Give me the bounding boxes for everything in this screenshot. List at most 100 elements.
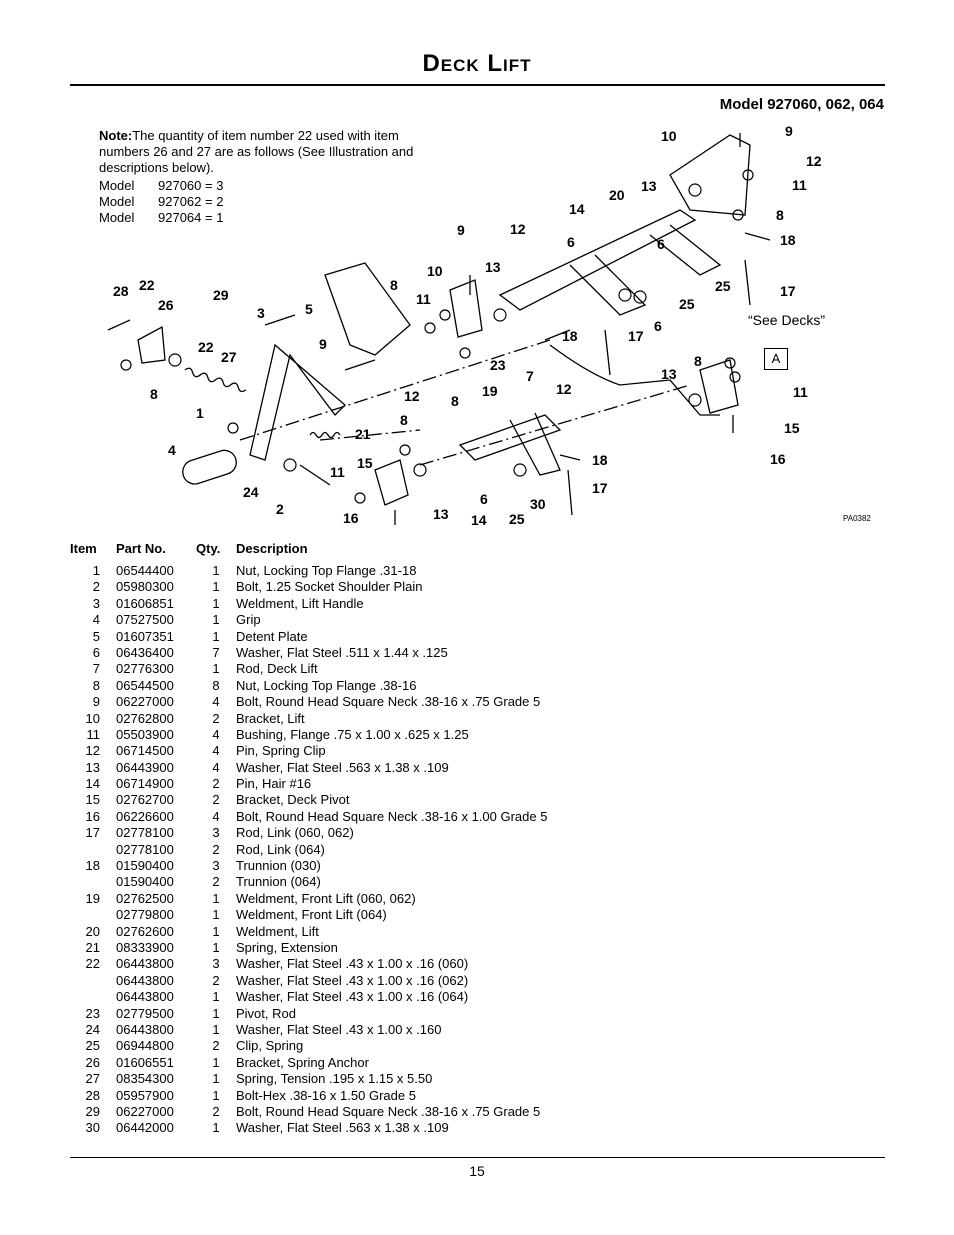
- lift-bracket-shape: [669, 134, 751, 216]
- callout-label: 25: [679, 296, 695, 312]
- cell-part-number: 06443800: [116, 989, 174, 1005]
- callout-label: 10: [661, 128, 677, 144]
- cell-item: 25: [85, 1038, 100, 1054]
- column-header-part: Part No.: [116, 540, 166, 556]
- callout-label: 23: [490, 357, 506, 373]
- callout-label: 25: [509, 511, 525, 527]
- callout-label: 3: [257, 305, 265, 321]
- see-decks-note: “See Decks”: [748, 312, 826, 328]
- cell-item: 2: [92, 579, 100, 595]
- parts-illustration: [107, 133, 771, 525]
- cell-description: Bolt-Hex .38-16 x 1.50 Grade 5: [236, 1087, 416, 1103]
- callout-label: 28: [113, 283, 129, 299]
- callout-label: 11: [793, 384, 808, 400]
- link-rod-shape: [744, 259, 751, 306]
- cell-part-number: 05980300: [116, 579, 174, 595]
- callout-label: 6: [657, 236, 665, 252]
- cell-quantity: 1: [212, 612, 220, 628]
- callout-label: 9: [319, 336, 327, 352]
- cell-item: [70, 989, 116, 1005]
- front-lift-shape: [458, 414, 562, 461]
- cell-part-number: 02778100: [116, 825, 174, 841]
- cell-quantity: 1: [212, 907, 220, 923]
- cell-quantity: 2: [212, 792, 220, 808]
- cell-item: 19: [85, 890, 100, 906]
- spring-anchor-bracket-shape: [137, 325, 166, 364]
- cell-item: 29: [85, 1103, 100, 1119]
- cell-quantity: 1: [212, 579, 220, 595]
- cell-item: 15: [85, 792, 100, 808]
- cell-quantity: 4: [212, 743, 220, 759]
- callout-label: 16: [343, 510, 359, 526]
- cell-part-number: 06227000: [116, 694, 174, 710]
- cell-item: 9: [92, 694, 100, 710]
- cell-item: 20: [85, 923, 100, 939]
- cell-quantity: 4: [212, 808, 220, 824]
- trunnion-shape: [544, 329, 571, 341]
- callout-label: 14: [569, 201, 585, 217]
- callout-label: 13: [661, 366, 677, 382]
- cell-quantity: 1: [212, 661, 220, 677]
- deck-lift-rod-shape: [549, 344, 720, 416]
- nut-shape: [120, 359, 132, 371]
- cell-quantity: 1: [212, 1120, 220, 1136]
- assembly-axis-line: [319, 429, 421, 441]
- assembly-axis-line: [419, 384, 691, 466]
- cell-quantity: 4: [212, 694, 220, 710]
- callout-label: 16: [770, 451, 786, 467]
- callout-label: 18: [592, 452, 608, 468]
- cell-item: [70, 874, 116, 890]
- cell-part-number: 02778100: [116, 841, 174, 857]
- cell-quantity: 2: [212, 1103, 220, 1119]
- table-row: 9 06227000 4 Bolt, Round Head Square Neck .…: [70, 694, 547, 710]
- callout-label: 6: [567, 234, 575, 250]
- cell-description: Bolt, Round Head Square Neck .38-16 x .7…: [236, 1103, 541, 1119]
- bolt-shape: [299, 464, 331, 486]
- cell-part-number: 05503900: [116, 726, 174, 742]
- cell-description: Pivot, Rod: [236, 1005, 296, 1021]
- cell-description: Washer, Flat Steel .43 x 1.00 x .16 (060…: [236, 956, 469, 972]
- trunnion-shape: [559, 454, 581, 461]
- callout-label: 13: [485, 259, 501, 275]
- cell-quantity: 4: [212, 726, 220, 742]
- washer-shape: [513, 463, 527, 477]
- cell-description: Spring, Tension .195 x 1.15 x 5.50: [236, 1071, 433, 1087]
- callout-label: 17: [780, 283, 796, 299]
- cell-part-number: 06436400: [116, 644, 174, 660]
- tension-spring-shape: [184, 367, 247, 393]
- cell-item: 21: [85, 939, 100, 955]
- cell-part-number: 01590400: [116, 858, 174, 874]
- callout-label: 8: [400, 412, 408, 428]
- callout-label: 10: [427, 263, 443, 279]
- cell-part-number: 02779500: [116, 1005, 174, 1021]
- bottom-rule: [70, 1157, 885, 1158]
- callout-label: 7: [526, 368, 534, 384]
- page-title: DECK LIFT: [422, 50, 532, 77]
- cell-description: Bolt, Round Head Square Neck .38-16 x .7…: [236, 694, 541, 710]
- cell-item: 7: [92, 661, 100, 677]
- washer-shape: [413, 463, 427, 477]
- table-header-row: Item Part No. Qty. Description: [70, 540, 547, 563]
- callout-label: 17: [628, 328, 644, 344]
- column-header-item: Item: [70, 540, 97, 556]
- cell-quantity: 1: [212, 1071, 220, 1087]
- callout-label: 20: [609, 187, 625, 203]
- column-header-qty: Qty.: [196, 540, 221, 556]
